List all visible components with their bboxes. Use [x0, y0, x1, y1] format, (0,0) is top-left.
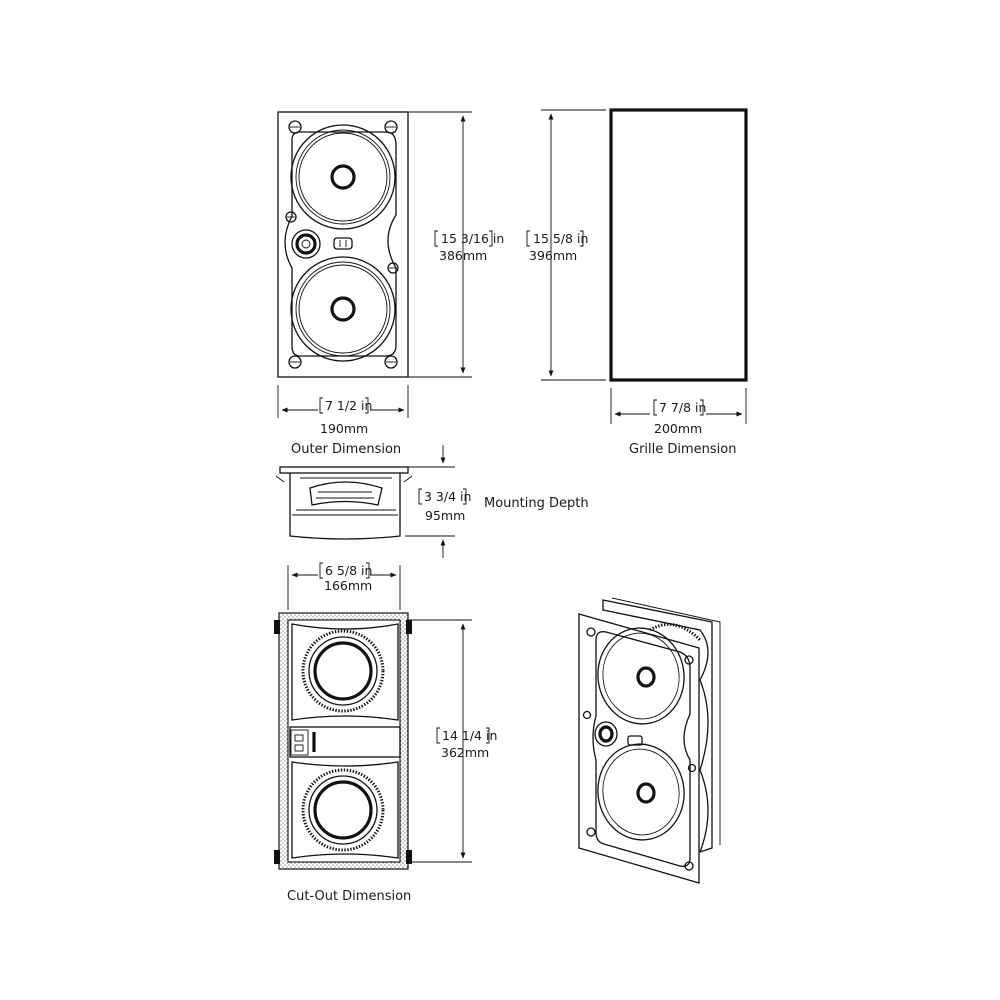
mounting-side-view	[275, 445, 455, 558]
perspective-lower-woofer-icon	[597, 743, 685, 841]
cutout-view	[274, 565, 472, 870]
perspective-front-panel	[578, 613, 700, 884]
mounting-depth-caption: Mounting Depth	[484, 496, 589, 511]
mounting-depth-in: 3 3/4 in	[424, 489, 471, 504]
outer-frame	[277, 111, 409, 378]
grille-width-mm: 200mm	[654, 421, 702, 436]
mounting-depth-label: 3 3/4 in 95mm Mounting Depth	[418, 488, 589, 523]
speaker-perspective-view	[578, 597, 721, 884]
cutout-upper-baffle	[291, 623, 399, 721]
lower-woofer-icon	[290, 256, 396, 362]
outer-front-view	[277, 111, 472, 418]
grille-dimension-caption: Grille Dimension	[629, 442, 737, 457]
outer-width-in: 7 1/2 in	[325, 398, 372, 413]
mounting-body	[289, 473, 401, 540]
switch-icon	[333, 237, 353, 250]
cutout-height-mm: 362mm	[441, 745, 489, 760]
grille-frame	[609, 108, 748, 382]
perspective-screw-icon	[582, 627, 697, 871]
grille-height-mm: 396mm	[529, 248, 577, 263]
outer-height-label: 15 3/16 in 386mm	[434, 230, 504, 263]
crossover-board	[289, 726, 401, 758]
perspective-switch-icon	[627, 735, 643, 746]
outer-height-in: 15 3/16 in	[441, 231, 504, 246]
grille-height-in: 15 5/8 in	[533, 231, 588, 246]
perspective-upper-woofer-icon	[597, 627, 685, 725]
mounting-flange	[279, 466, 409, 474]
mounting-depth-mm: 95mm	[425, 508, 465, 523]
cutout-height-in: 14 1/4 in	[442, 728, 497, 743]
cutout-width-label: 6 5/8 in 166mm	[319, 562, 372, 593]
tweeter-icon	[291, 229, 321, 259]
cutout-lower-baffle	[291, 761, 399, 859]
outer-width-label: 7 1/2 in 190mm Outer Dimension	[291, 397, 401, 457]
grille-width-in: 7 7/8 in	[659, 400, 706, 415]
outer-width-mm: 190mm	[320, 421, 368, 436]
cutout-lower-woofer-icon	[301, 768, 385, 852]
outer-dimension-caption: Outer Dimension	[291, 442, 401, 457]
driver-magnet-icon	[309, 481, 383, 506]
cutout-height-label: 14 1/4 in 362mm	[436, 727, 497, 760]
outer-height-mm: 386mm	[439, 248, 487, 263]
cutout-width-in: 6 5/8 in	[325, 563, 372, 578]
upper-woofer-icon	[290, 124, 396, 230]
cutout-dimension-caption: Cut-Out Dimension	[287, 889, 411, 904]
grille-width-label: 7 7/8 in 200mm Grille Dimension	[629, 399, 737, 457]
cutout-upper-woofer-icon	[301, 629, 385, 713]
grille-height-label: 15 5/8 in 396mm	[526, 230, 588, 263]
outer-bezel	[284, 131, 397, 357]
enclosure-back	[602, 599, 713, 854]
cutout-width-mm: 166mm	[324, 578, 372, 593]
grille-view	[541, 108, 748, 424]
perspective-tweeter-icon	[594, 721, 618, 747]
